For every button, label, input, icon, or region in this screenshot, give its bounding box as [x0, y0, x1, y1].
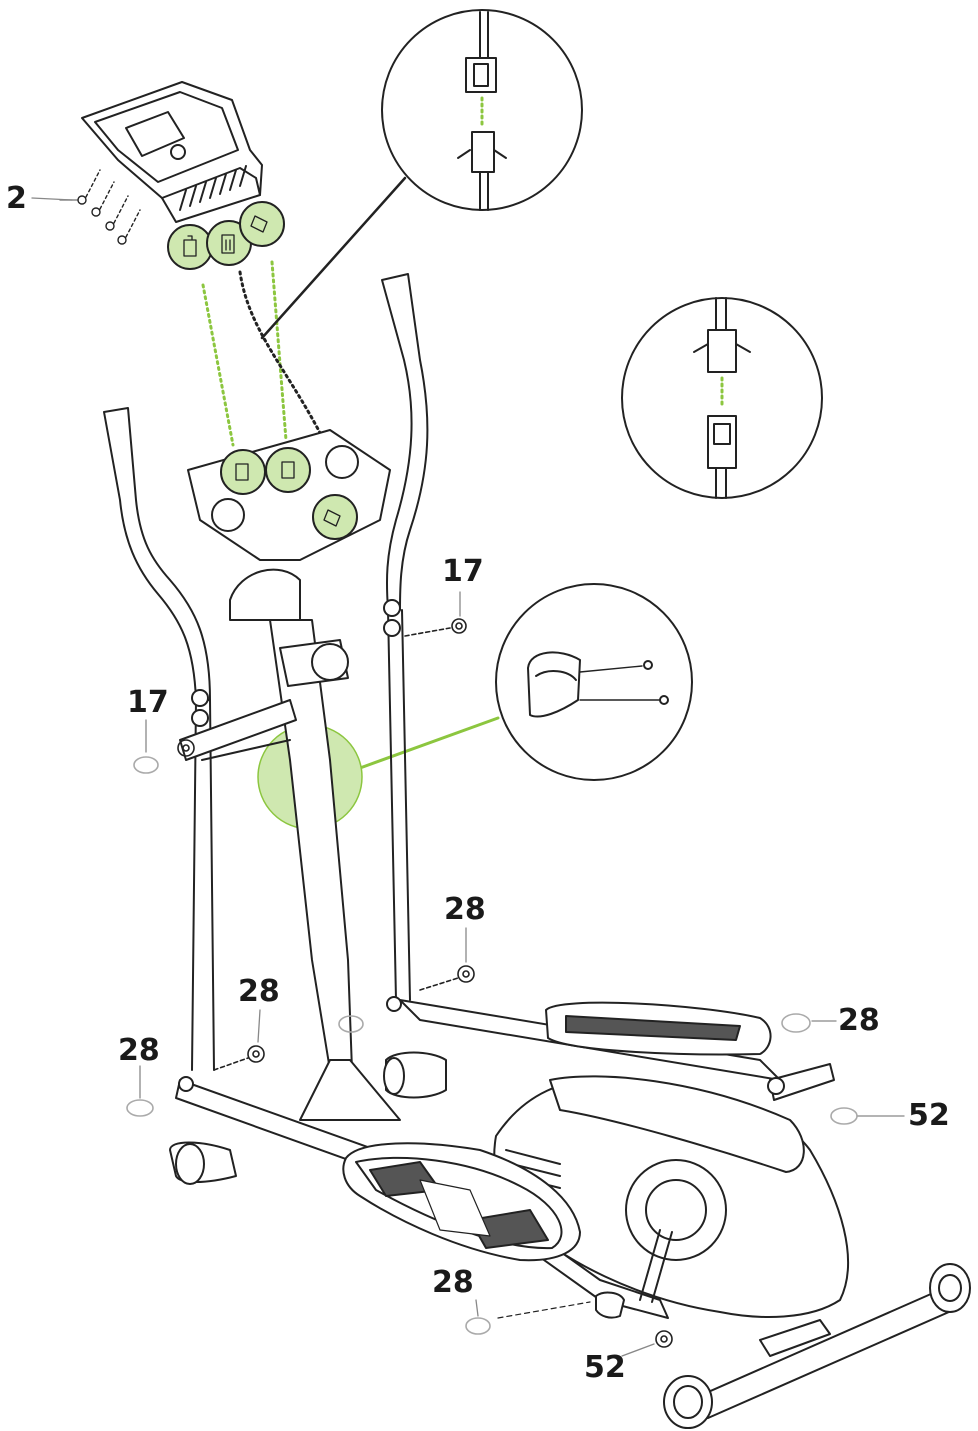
part-label-28-far-left: 28: [118, 1033, 160, 1068]
detail-circle-right: [621, 297, 823, 499]
part-label-2: 2: [6, 181, 27, 216]
part-label-28-right: 28: [838, 1003, 880, 1038]
green-connectors-frame: [211, 445, 359, 540]
right-handlebar: [381, 273, 429, 1001]
part-label-17-upper: 17: [442, 554, 484, 589]
console-screws: [59, 169, 141, 245]
washers-28-52: [126, 965, 858, 1348]
label-leaders: [31, 197, 905, 1357]
part-label-28-center: 28: [444, 892, 486, 927]
console-connectors: [167, 201, 285, 270]
console-unit: [81, 81, 263, 223]
part-label-17-lower: 17: [127, 685, 169, 720]
part-label-52-bottom: 52: [584, 1350, 626, 1385]
washers-17: [133, 618, 467, 774]
left-pedal: [342, 1142, 625, 1319]
flywheel-cover: [493, 1075, 849, 1318]
part-label-28-bottom: 28: [432, 1265, 474, 1300]
left-handlebar: [103, 407, 215, 1071]
part-label-52-right: 52: [908, 1098, 950, 1133]
leader-green: [358, 716, 500, 770]
rear-stabilizer: [663, 1263, 971, 1429]
detail-circle-middle: [495, 583, 693, 781]
detail-circle-top: [381, 9, 583, 211]
right-pedal: [545, 1001, 835, 1101]
part-label-28-left: 28: [238, 974, 280, 1009]
